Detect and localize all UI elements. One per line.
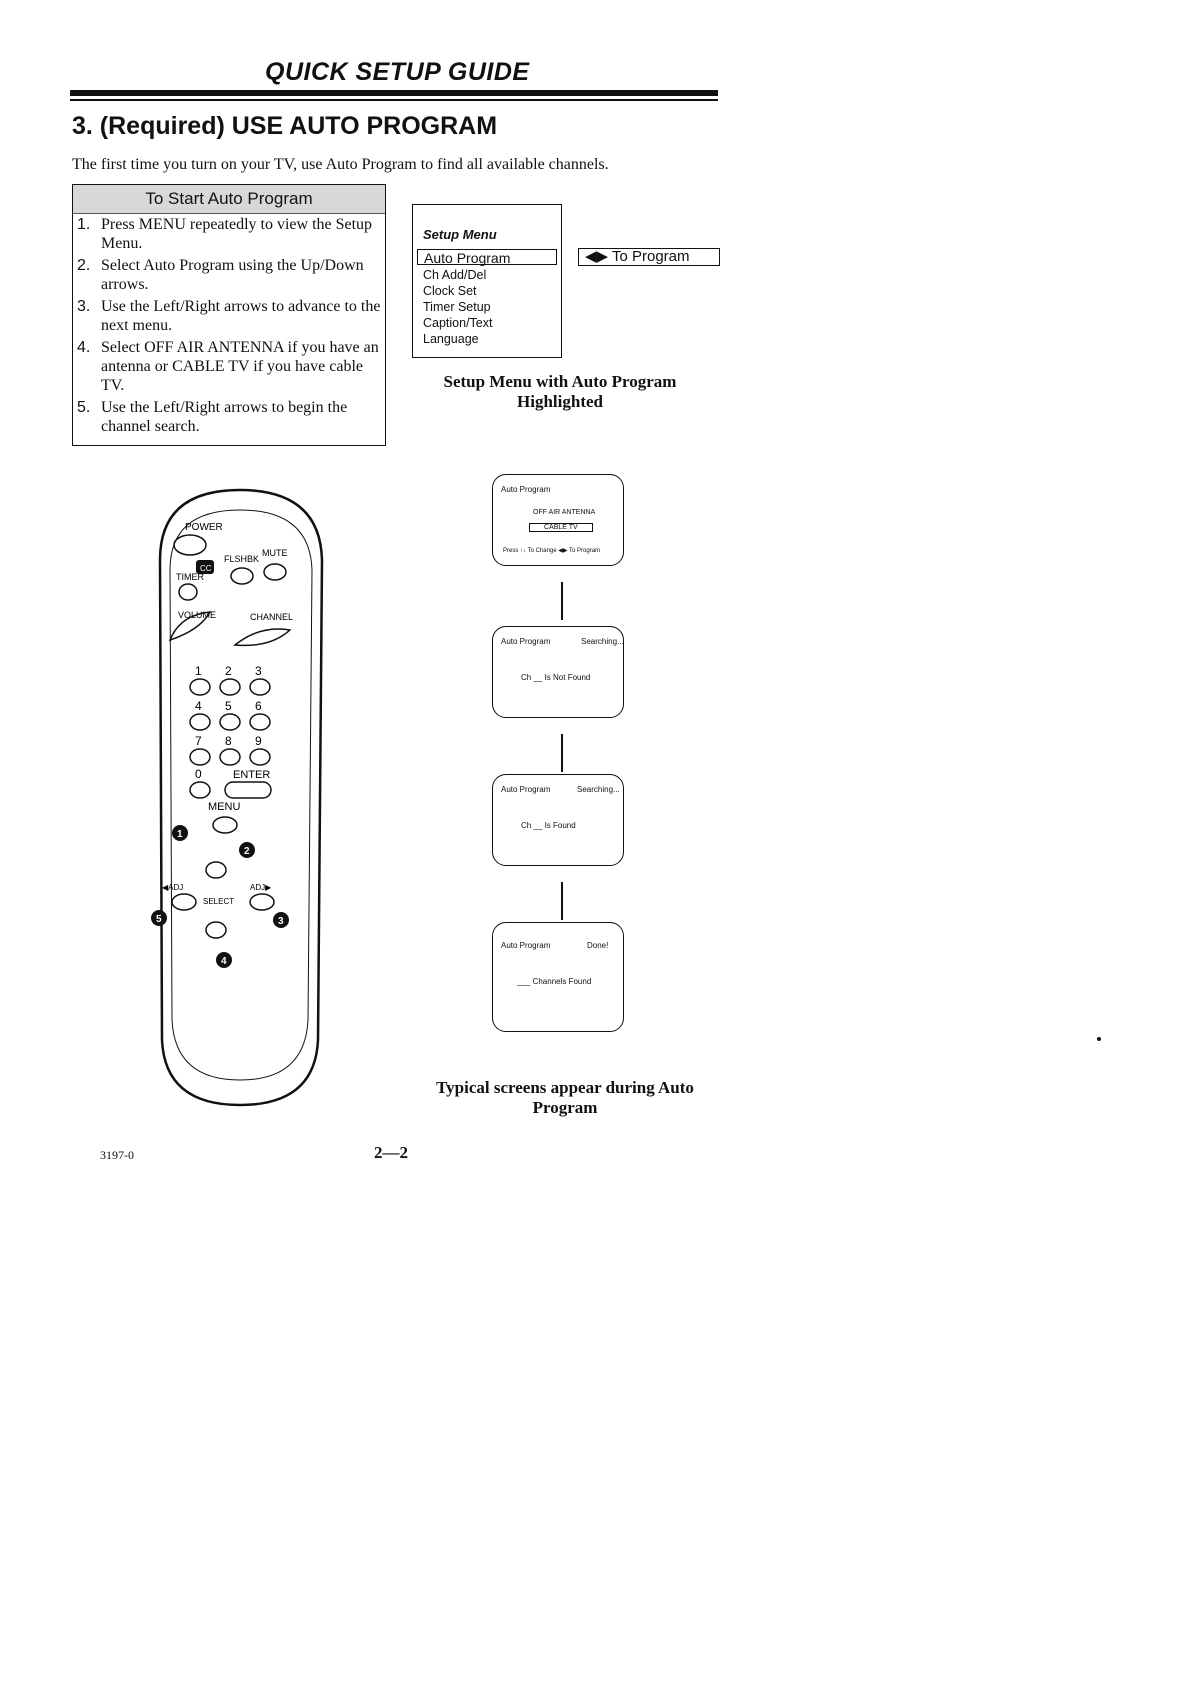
setup-menu-title: Setup Menu bbox=[423, 227, 497, 242]
hand-step-5: 5 bbox=[156, 914, 162, 925]
hand-step-markers: 1 2 3 4 5 bbox=[151, 825, 289, 968]
setup-menu-item: Clock Set bbox=[423, 284, 477, 298]
step-text: Select OFF AIR ANTENNA if you have an an… bbox=[101, 339, 379, 394]
header-rule bbox=[70, 90, 718, 96]
doc-code: 3197-0 bbox=[100, 1148, 134, 1162]
digit-3-label: 3 bbox=[255, 664, 262, 678]
timer-button bbox=[178, 583, 198, 601]
cc-label: CC bbox=[200, 564, 212, 573]
channel-label: CHANNEL bbox=[250, 612, 293, 622]
screen-not-found: Auto Program Searching... Ch __ Is Not F… bbox=[492, 626, 624, 718]
timer-label: TIMER bbox=[176, 572, 204, 582]
setup-menu-item: Caption/Text bbox=[423, 316, 493, 330]
enter-label: ENTER bbox=[233, 769, 270, 781]
menu-label: MENU bbox=[208, 801, 240, 813]
digit-7-label: 7 bbox=[195, 734, 202, 748]
step-text: Select Auto Program using the Up/Down ar… bbox=[101, 257, 364, 293]
steps-box: To Start Auto Program 1. Press MENU repea… bbox=[72, 184, 386, 446]
screen-option-antenna: OFF AIR ANTENNA bbox=[533, 509, 596, 516]
screen-done: Auto Program Done! ___ Channels Found bbox=[492, 922, 624, 1032]
screens-caption: Typical screens appear during Auto Progr… bbox=[436, 1078, 694, 1117]
setup-menu-items: Ch Add/Del Clock Set Timer Setup Caption… bbox=[423, 267, 492, 347]
step-item: 1. Press MENU repeatedly to view the Setu… bbox=[77, 215, 381, 253]
stray-mark bbox=[1097, 1037, 1101, 1041]
page-number: 2—2 bbox=[374, 1143, 408, 1162]
guide-header: QUICK SETUP GUIDE bbox=[265, 58, 530, 86]
step-item: 2. Select Auto Program using the Up/Down … bbox=[77, 256, 381, 294]
screen-title: Auto Program bbox=[501, 637, 551, 646]
hand-step-3: 3 bbox=[278, 916, 284, 927]
step-number: 3. bbox=[77, 298, 91, 315]
flow-arrow bbox=[561, 734, 563, 772]
mute-button bbox=[263, 563, 287, 581]
setup-menu-highlighted-item: Auto Program bbox=[417, 249, 557, 266]
digit-1-label: 1 bbox=[195, 664, 202, 678]
step-number: 4. bbox=[77, 339, 91, 356]
power-button bbox=[173, 534, 207, 556]
mute-label: MUTE bbox=[262, 548, 288, 558]
digit-0-label: 0 bbox=[195, 767, 202, 781]
screen-status: Done! bbox=[587, 941, 609, 950]
digit-4-label: 4 bbox=[195, 699, 202, 713]
cc-button bbox=[196, 560, 214, 574]
digit-8-label: 8 bbox=[225, 734, 232, 748]
screen-select-antenna: Auto Program OFF AIR ANTENNA CABLE TV Pr… bbox=[492, 474, 624, 566]
step-item: 3. Use the Left/Right arrows to advance t… bbox=[77, 297, 381, 335]
intro-text: The first time you turn on your TV, use … bbox=[72, 156, 609, 173]
screen-message: Ch __ Is Not Found bbox=[521, 673, 591, 682]
flshbk-button bbox=[230, 567, 254, 585]
hand-step-1: 1 bbox=[177, 829, 183, 840]
steps-box-title: To Start Auto Program bbox=[73, 185, 385, 214]
digit-buttons bbox=[171, 678, 275, 939]
steps-list: 1. Press MENU repeatedly to view the Setu… bbox=[77, 215, 381, 439]
remote-control-illustration: POWER CC FLSHBK MUTE TIMER VOLUME CHANNE… bbox=[151, 488, 324, 1107]
hand-step-2: 2 bbox=[244, 846, 250, 857]
power-label: POWER bbox=[185, 522, 223, 533]
step-text: Use the Left/Right arrows to advance to … bbox=[101, 298, 381, 334]
step-number: 2. bbox=[77, 257, 91, 274]
step-item: 4. Select OFF AIR ANTENNA if you have an … bbox=[77, 338, 381, 395]
setup-menu-item: Timer Setup bbox=[423, 300, 491, 314]
digit-5-label: 5 bbox=[225, 699, 232, 713]
flow-arrow bbox=[561, 882, 563, 920]
screen-status: Searching... bbox=[577, 785, 620, 794]
flow-arrow bbox=[561, 582, 563, 620]
screen-title: Auto Program bbox=[501, 485, 551, 494]
step-number: 1. bbox=[77, 216, 91, 233]
step-text: Use the Left/Right arrows to begin the c… bbox=[101, 399, 348, 435]
channel-rocker bbox=[233, 628, 292, 647]
volume-rocker bbox=[168, 611, 212, 642]
digit-2-label: 2 bbox=[225, 664, 232, 678]
step-text: Press MENU repeatedly to view the Setup … bbox=[101, 216, 373, 252]
screen-option-cable: CABLE TV bbox=[529, 523, 593, 532]
number-pad: 1 2 3 4 5 6 7 8 9 0 ENTER MENU bbox=[195, 664, 270, 813]
screen-hint: Press ↑↓ To Change ◀▶ To Program bbox=[503, 548, 601, 554]
screen-status: Searching... bbox=[581, 637, 624, 646]
flshbk-label: FLSHBK bbox=[224, 554, 259, 564]
select-label: SELECT bbox=[203, 897, 234, 906]
section-title: 3. (Required) USE AUTO PROGRAM bbox=[72, 112, 498, 140]
screen-title: Auto Program bbox=[501, 785, 551, 794]
screen-found: Auto Program Searching... Ch __ Is Found bbox=[492, 774, 624, 866]
setup-menu-item: Ch Add/Del bbox=[423, 268, 487, 282]
screen-title: Auto Program bbox=[501, 941, 551, 950]
header-rule-thin bbox=[70, 99, 718, 101]
to-program-hint: ◀▶ To Program bbox=[578, 248, 720, 266]
setup-menu-caption: Setup Menu with Auto Program Highlighted bbox=[443, 372, 677, 411]
adj-left-label: ◀ADJ bbox=[162, 883, 183, 892]
adj-right-label: ADJ▶ bbox=[250, 883, 272, 892]
step-item: 5. Use the Left/Right arrows to begin the… bbox=[77, 398, 381, 436]
digit-6-label: 6 bbox=[255, 699, 262, 713]
screen-message: ___ Channels Found bbox=[517, 977, 592, 986]
screen-message: Ch __ Is Found bbox=[521, 821, 576, 830]
digit-9-label: 9 bbox=[255, 734, 262, 748]
hand-step-4: 4 bbox=[221, 956, 227, 967]
setup-menu-item: Language bbox=[423, 332, 479, 346]
setup-menu-box: Setup Menu Auto Program Ch Add/Del Clock… bbox=[412, 204, 562, 358]
step-number: 5. bbox=[77, 399, 91, 416]
